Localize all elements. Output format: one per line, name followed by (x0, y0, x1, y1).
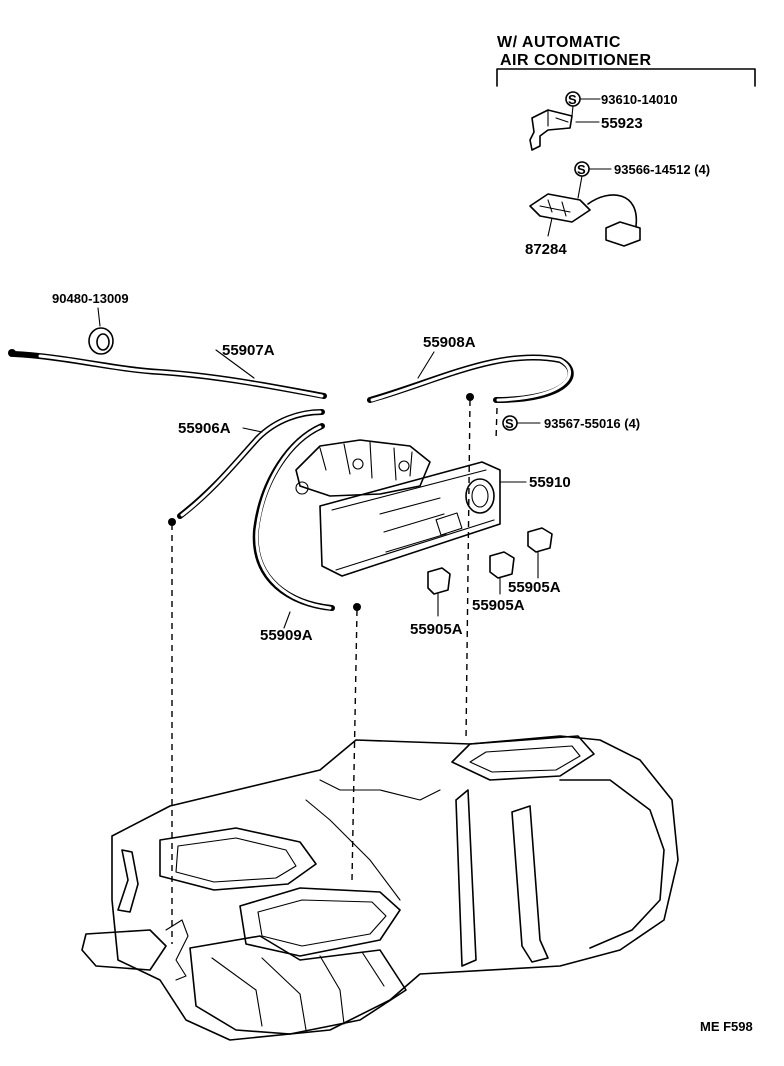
label-55923: 55923 (601, 115, 643, 132)
standard-part-symbol-2: S (577, 162, 586, 177)
heater-housing-outline (111, 735, 679, 1041)
standard-part-symbol-3: S (505, 416, 514, 431)
label-55906A: 55906A (178, 420, 231, 437)
heater-outlet-left (159, 827, 317, 891)
sensor-87284-body (529, 193, 591, 223)
label-93566-14512: 93566-14512 (4) (614, 162, 710, 177)
label-90480-13009: 90480-13009 (52, 291, 129, 306)
leader-55907A (215, 349, 255, 379)
grommet-outer (88, 327, 114, 355)
label-55910: 55910 (529, 474, 571, 491)
header-bracket (496, 68, 756, 87)
sensor-87284-group: S 93566-14512 (4) 87284 (525, 161, 710, 258)
label-55909A: 55909A (260, 627, 313, 644)
control-panel-face (319, 461, 501, 577)
label-93610-14010: 93610-14010 (601, 92, 678, 107)
label-55905A-b: 55905A (472, 597, 525, 614)
heater-top-port (451, 735, 595, 781)
screw-93567-group: S 93567-55016 (4) (502, 415, 640, 431)
sensor-87284-wire (587, 194, 638, 227)
alignment-lines (171, 399, 498, 944)
leader-55908A (417, 351, 435, 379)
heater-lower-duct (189, 935, 407, 1035)
knob-55905A-a (527, 527, 553, 553)
screw-93566-shank (577, 175, 583, 199)
heater-unit (81, 735, 679, 1041)
heater-side-rib (455, 789, 477, 967)
leader-87284 (547, 217, 553, 237)
leader-55909A (283, 611, 291, 629)
cable-55907A-end (8, 349, 16, 357)
label-55905A-a: 55905A (508, 579, 561, 596)
cable-55908A-end (466, 393, 474, 401)
label-55907A: 55907A (222, 342, 275, 359)
sensor-87284-detail (539, 199, 571, 217)
dash-line-2 (351, 609, 358, 881)
control-assembly-55910: 55910 (295, 439, 571, 577)
bolt-93610-shank (571, 105, 574, 117)
control-slider-slots (379, 497, 447, 553)
ac-header: W/ AUTOMATIC AIR CONDITIONER (496, 34, 756, 87)
header-line-2: AIR CONDITIONER (500, 52, 652, 69)
leader-55906A (242, 427, 263, 433)
diagram-code: ME F598 (700, 1019, 753, 1034)
control-mechanism (295, 439, 431, 497)
heater-outlet-front (239, 887, 401, 957)
heater-bottom-tab (81, 929, 167, 971)
label-55908A: 55908A (423, 334, 476, 351)
sensor-87284-connector (605, 221, 641, 247)
label-55905A-c: 55905A (410, 621, 463, 638)
dash-line-3 (465, 399, 471, 741)
cable-55909A-end (353, 603, 361, 611)
control-button (435, 512, 463, 536)
knob-55905A-c (427, 567, 451, 595)
control-knob-ring (465, 478, 495, 514)
header-line-1: W/ AUTOMATIC (497, 34, 621, 51)
grommet-inner (96, 333, 110, 351)
grommet-90480-group: 90480-13009 (52, 291, 129, 355)
dash-line-4 (495, 407, 498, 441)
knobs-55905A: 55905A 55905A 55905A (410, 527, 561, 638)
standard-part-symbol: S (568, 92, 577, 107)
bracket-55923-group: S 93610-14010 55923 (529, 91, 678, 151)
leader-90480 (97, 307, 101, 327)
label-93567-55016: 93567-55016 (4) (544, 416, 640, 431)
cable-55907A (11, 351, 327, 399)
label-87284: 87284 (525, 241, 567, 258)
cable-55906A-end (168, 518, 176, 526)
bracket-55923-shape (529, 109, 573, 151)
knob-55905A-b (489, 551, 515, 579)
cables: 55907A 55908A 55906A 55909A (8, 334, 574, 644)
bracket-55923-detail (547, 109, 569, 127)
heater-blower-case (559, 779, 665, 949)
